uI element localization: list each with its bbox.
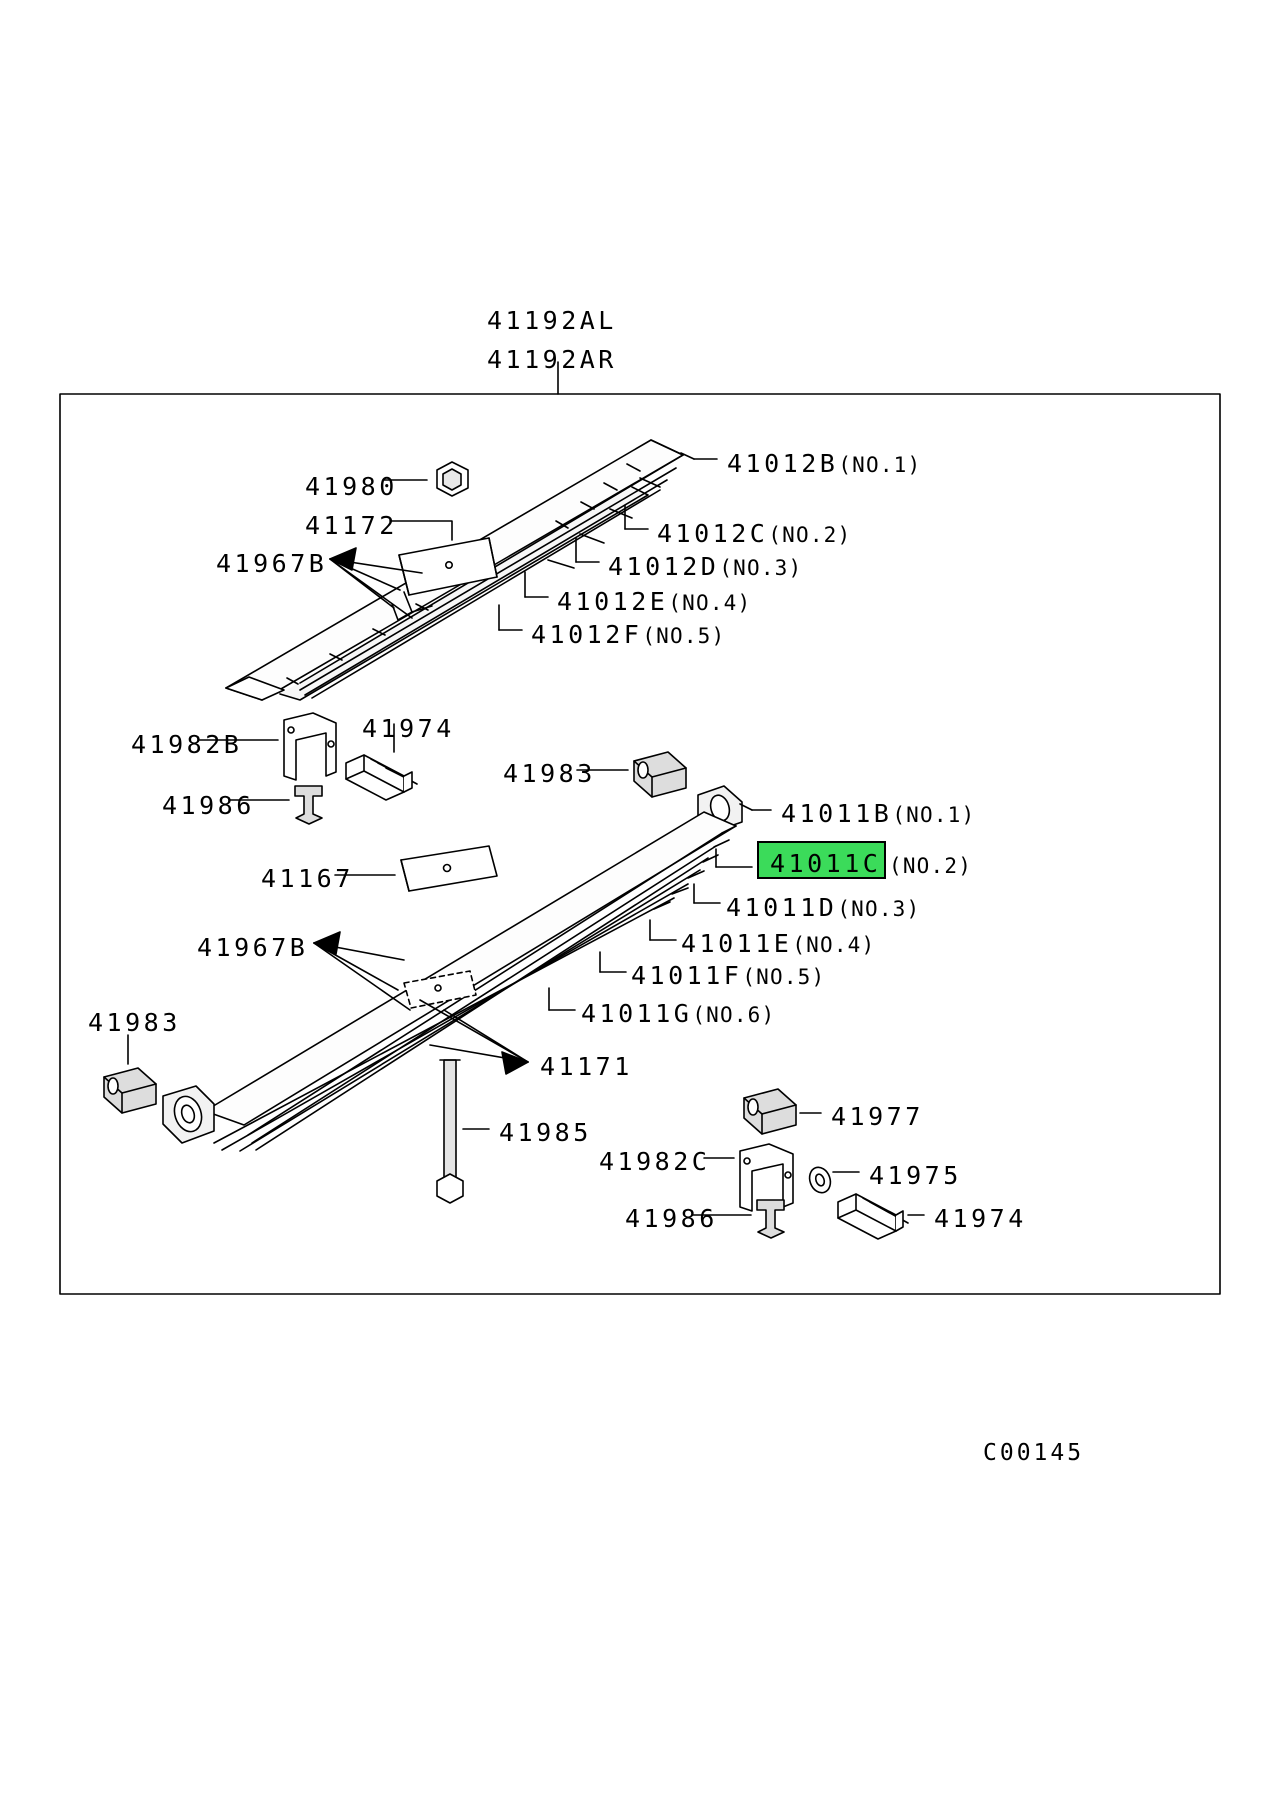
- label-41012B-num: 41012B: [727, 449, 839, 478]
- label-41192AR: 41192AR: [487, 345, 617, 374]
- label-41011G: 41011G(NO.6): [581, 1001, 775, 1026]
- label-41982B: 41982B: [131, 730, 243, 759]
- label-41983-middle: 41983: [503, 759, 596, 788]
- label-41011F-suffix: (NO.5): [742, 965, 826, 989]
- label-41975: 41975: [869, 1161, 962, 1190]
- label-41011E-num: 41011E: [681, 929, 793, 958]
- label-41172: 41172: [305, 511, 398, 540]
- label-41012B-suffix: (NO.1): [838, 453, 922, 477]
- bolt-41974-middle: [345, 754, 418, 801]
- lower-left-eye: [162, 1085, 215, 1144]
- label-41011G-suffix: (NO.6): [692, 1003, 776, 1027]
- label-41011F: 41011F(NO.5): [631, 963, 825, 988]
- bracket-41982C: [739, 1143, 794, 1212]
- label-41011D-num: 41011D: [726, 893, 838, 922]
- highlight-box-41011C: [757, 841, 886, 879]
- label-41012F-suffix: (NO.5): [642, 624, 726, 648]
- label-41012F: 41012F(NO.5): [531, 622, 725, 647]
- label-41011C-num: 41011C: [770, 849, 882, 878]
- pin-41986-bottom: [756, 1199, 785, 1239]
- label-41012E-suffix: (NO.4): [668, 591, 752, 615]
- label-41982C: 41982C: [599, 1147, 711, 1176]
- label-41011B: 41011B(NO.1): [781, 801, 975, 826]
- label-41011G-num: 41011G: [581, 999, 693, 1028]
- label-41985: 41985: [499, 1118, 592, 1147]
- washer-41975: [808, 1166, 832, 1194]
- label-41012D: 41012D(NO.3): [608, 554, 802, 579]
- label-41171: 41171: [540, 1052, 633, 1081]
- label-41012D-num: 41012D: [608, 552, 720, 581]
- label-41011D: 41011D(NO.3): [726, 895, 920, 920]
- label-41980: 41980: [305, 472, 398, 501]
- plate-41167: [400, 845, 498, 892]
- footer-code: C00145: [983, 1440, 1085, 1466]
- label-41012C-num: 41012C: [657, 519, 769, 548]
- label-41012C-suffix: (NO.2): [768, 523, 852, 547]
- label-41012F-num: 41012F: [531, 620, 643, 649]
- label-41967B-upper: 41967B: [216, 549, 328, 578]
- upper-leaf-spring: [225, 439, 684, 701]
- label-41011E-suffix: (NO.4): [792, 933, 876, 957]
- pin-41986-middle: [294, 785, 323, 825]
- label-41011E: 41011E(NO.4): [681, 931, 875, 956]
- label-41974-middle: 41974: [362, 714, 455, 743]
- label-41012B: 41012B(NO.1): [727, 451, 921, 476]
- label-41011D-suffix: (NO.3): [837, 897, 921, 921]
- label-41011B-num: 41011B: [781, 799, 893, 828]
- bracket-41982B: [283, 712, 337, 781]
- bushing-41977: [743, 1088, 797, 1135]
- label-41983-left: 41983: [88, 1008, 181, 1037]
- label-41986-middle: 41986: [162, 791, 255, 820]
- label-41012E: 41012E(NO.4): [557, 589, 751, 614]
- label-41012C: 41012C(NO.2): [657, 521, 851, 546]
- leader-41172: [389, 520, 453, 541]
- label-41011B-suffix: (NO.1): [892, 803, 976, 827]
- label-41012D-suffix: (NO.3): [719, 556, 803, 580]
- label-41192AL: 41192AL: [487, 306, 617, 335]
- hex-nut-41980: [436, 461, 469, 497]
- bolt-41974-bottom: [837, 1193, 909, 1240]
- label-41011C-suffix: (NO.2): [889, 854, 973, 878]
- label-41974-bottom: 41974: [934, 1204, 1027, 1233]
- bushing-41983-left: [103, 1067, 157, 1114]
- label-41977: 41977: [831, 1102, 924, 1131]
- diagram-frame: [59, 393, 1221, 1295]
- label-41967B-lower: 41967B: [197, 933, 309, 962]
- label-41011F-num: 41011F: [631, 961, 743, 990]
- bushing-41983-middle: [633, 751, 687, 798]
- label-41167: 41167: [261, 864, 354, 893]
- label-41986-bottom: 41986: [625, 1204, 718, 1233]
- label-41012E-num: 41012E: [557, 587, 669, 616]
